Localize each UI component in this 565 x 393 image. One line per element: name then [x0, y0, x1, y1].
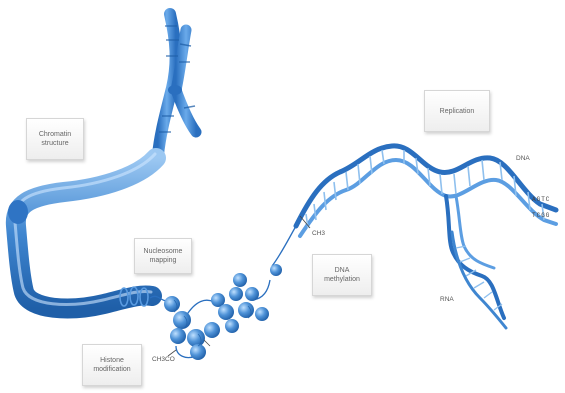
chromosome: [158, 14, 196, 155]
histone-modification-line2: modification: [93, 365, 130, 374]
nucleosome-mapping-label: Nucleosome mapping: [134, 238, 192, 274]
nucleosomes: [164, 264, 282, 360]
nucleosome-mapping-line1: Nucleosome: [144, 247, 183, 256]
dna-methylation-label: DNA methylation: [312, 254, 372, 296]
replication-label: Replication: [424, 90, 490, 132]
chromatin-structure-line2: structure: [41, 139, 68, 148]
rna-annotation: RNA: [440, 296, 454, 303]
bases-top: AGTC: [532, 196, 550, 203]
chromatin-fiber: [8, 154, 156, 308]
replication-fork: [446, 196, 504, 318]
ch3-annotation: CH3: [312, 230, 325, 237]
ch3co-annotation: CH3CO: [152, 356, 175, 363]
dna-methylation-line1: DNA: [335, 266, 350, 275]
rna-strand: [452, 232, 506, 328]
bases-bottom: TCGG: [532, 212, 550, 219]
chromatin-structure-label: Chromatin structure: [26, 118, 84, 160]
dna-methylation-line2: methylation: [324, 275, 360, 284]
nucleosome-mapping-line2: mapping: [150, 256, 177, 265]
histone-modification-line1: Histone: [100, 356, 124, 365]
dna-annotation: DNA: [516, 155, 530, 162]
histone-modification-label: Histone modification: [82, 344, 142, 386]
chromatin-structure-line1: Chromatin: [39, 130, 71, 139]
replication-line1: Replication: [440, 107, 475, 116]
